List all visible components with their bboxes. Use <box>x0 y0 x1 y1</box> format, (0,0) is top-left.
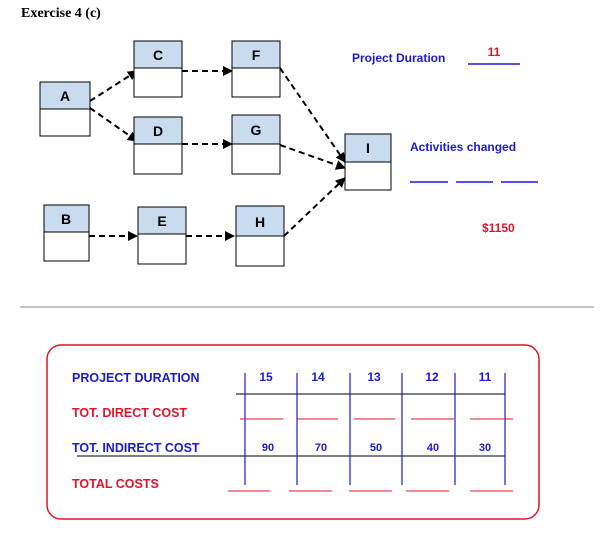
row-label-indirect-cost: TOT. INDIRECT COST <box>72 441 200 455</box>
exercise-title: Exercise 4 (c) <box>21 6 101 21</box>
node-a-label: A <box>60 88 70 104</box>
node-g: G <box>231 114 281 175</box>
node-h-label: H <box>255 214 265 230</box>
duration-value: 15 <box>259 370 273 384</box>
node-c-label: C <box>153 47 163 63</box>
project-duration-value: 11 <box>488 45 501 59</box>
node-d: D <box>133 116 183 175</box>
node-d-label: D <box>153 123 163 139</box>
node-b: B <box>43 204 90 262</box>
indirect-cost-value: 50 <box>370 442 382 454</box>
node-b-label: B <box>61 211 71 227</box>
row-label-project-duration: PROJECT DURATION <box>72 371 200 385</box>
node-a: A <box>39 81 91 137</box>
edges-group <box>89 66 346 241</box>
edge-h-i <box>283 177 346 237</box>
row-label-total-costs: TOTAL COSTS <box>72 477 159 491</box>
edge-g-i <box>279 144 346 170</box>
edge-a-c <box>89 70 138 102</box>
edge-a-d <box>89 107 138 142</box>
activities-changed-label: Activities changed <box>410 140 516 154</box>
node-f-label: F <box>252 47 261 63</box>
indirect-cost-value: 40 <box>427 442 439 454</box>
project-duration-label: Project Duration <box>352 51 445 65</box>
node-h: H <box>235 205 285 267</box>
node-g-label: G <box>251 122 262 138</box>
cost-table: PROJECT DURATION TOT. DIRECT COST TOT. I… <box>46 344 540 520</box>
cost-table-border <box>46 344 540 520</box>
duration-value: 11 <box>479 370 492 384</box>
node-c: C <box>133 40 183 98</box>
edge-f-i <box>279 67 346 163</box>
duration-value: 13 <box>367 370 381 384</box>
cost-value: $1150 <box>482 221 515 235</box>
node-i: I <box>344 133 392 191</box>
node-e: E <box>137 206 187 265</box>
indirect-cost-value: 70 <box>315 442 327 454</box>
node-i-label: I <box>366 140 370 156</box>
duration-value: 12 <box>425 370 439 384</box>
indirect-cost-value: 90 <box>262 442 274 454</box>
duration-value: 14 <box>311 370 325 384</box>
indirect-cost-value: 30 <box>479 442 491 454</box>
node-f: F <box>231 40 281 98</box>
row-label-direct-cost: TOT. DIRECT COST <box>72 406 187 420</box>
node-e-label: E <box>157 213 166 229</box>
